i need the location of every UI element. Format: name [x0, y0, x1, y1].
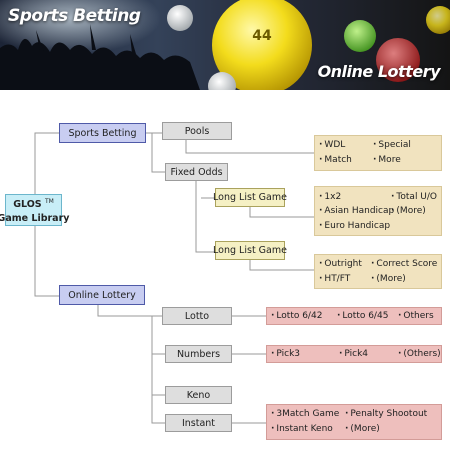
connector-lottery-lotto — [97, 304, 162, 317]
connector-fixedodds-llg — [195, 181, 215, 253]
pools-detail: WDL Special Match More — [314, 135, 442, 171]
detail-item: Others — [398, 311, 433, 321]
connector-llg2-detail — [249, 260, 314, 271]
trademark-mark: TM — [44, 198, 54, 206]
connector-sports-fixedodds — [151, 133, 165, 173]
category-online-lottery-label: Online Lottery — [68, 289, 136, 301]
subcategory-keno[interactable]: Keno — [165, 386, 232, 404]
detail-item: Lotto 6/42 — [271, 311, 322, 321]
detail-item: Total U/O — [391, 192, 437, 202]
connector-lottery-subs — [151, 316, 165, 424]
subcategory-instant[interactable]: Instant — [165, 414, 232, 432]
subcategory-fixed-odds-label: Fixed Odds — [170, 166, 223, 178]
connector-pools-detail — [185, 140, 314, 154]
subcategory-numbers[interactable]: Numbers — [165, 345, 232, 363]
subcategory-fixed-odds[interactable]: Fixed Odds — [165, 163, 228, 181]
detail-item: Pick3 — [271, 349, 300, 359]
detail-item: More — [373, 155, 400, 165]
detail-item: Asian Handicap — [319, 206, 394, 216]
category-sports-betting[interactable]: Sports Betting — [59, 123, 146, 143]
detail-item: 1x2 — [319, 192, 341, 202]
banner-title-online-lottery: Online Lottery — [317, 62, 441, 81]
category-online-lottery[interactable]: Online Lottery — [59, 285, 145, 305]
root-game-library: GLOS TM Game Library — [0, 194, 69, 226]
subcategory-numbers-label: Numbers — [176, 348, 221, 360]
detail-item: WDL — [319, 140, 345, 150]
detail-item: (More) — [371, 274, 405, 284]
detail-item: Match — [319, 155, 351, 165]
detail-item: Euro Handicap — [319, 221, 390, 231]
detail-item: 3Match Game — [271, 409, 339, 419]
subcategory-pools[interactable]: Pools — [162, 122, 232, 140]
long-list-game-2[interactable]: Long List Game — [213, 241, 287, 260]
category-sports-betting-label: Sports Betting — [68, 127, 137, 139]
detail-item: Correct Score — [371, 259, 437, 269]
banner-title-sports-betting: Sports Betting — [8, 6, 141, 26]
connector-root-lottery — [34, 226, 59, 297]
banner-image: 44 — [0, 0, 450, 90]
lotto-detail: Lotto 6/42 Lotto 6/45 Others — [266, 307, 442, 325]
ball-number: 44 — [252, 28, 272, 44]
root-title: GLOS — [13, 199, 42, 211]
long-list-game-1-label: Long List Game — [213, 192, 287, 203]
long-list-game-2-detail: Outright Correct Score HT/FT (More) — [314, 254, 442, 289]
subcategory-lotto-label: Lotto — [184, 310, 210, 322]
numbers-detail: Pick3 Pick4 (Others) — [266, 345, 442, 363]
long-list-game-2-label: Long List Game — [213, 245, 287, 256]
detail-item: Special — [373, 140, 410, 150]
detail-item: HT/FT — [319, 274, 350, 284]
header-banner: 44 Sports Betting Online Lottery — [0, 0, 450, 90]
subcategory-keno-label: Keno — [186, 389, 211, 401]
detail-item: Outright — [319, 259, 361, 269]
game-library-diagram: GLOS TM Game Library Sports Betting Pool… — [0, 90, 450, 450]
detail-item: (Others) — [398, 349, 440, 359]
detail-item: Pick4 — [339, 349, 368, 359]
detail-item: Penalty Shootout — [345, 409, 427, 419]
detail-item: (More) — [391, 206, 425, 216]
long-list-game-1[interactable]: Long List Game — [213, 188, 287, 207]
instant-detail: 3Match Game Penalty Shootout Instant Ken… — [266, 404, 442, 440]
subcategory-lotto[interactable]: Lotto — [162, 307, 232, 325]
detail-item: Instant Keno — [271, 424, 332, 434]
detail-item: Lotto 6/45 — [337, 311, 388, 321]
connector-lines — [34, 132, 314, 424]
subcategory-pools-label: Pools — [184, 125, 210, 137]
connector-llg1-detail — [249, 207, 314, 218]
connector-root-sports — [34, 132, 59, 194]
subcategory-instant-label: Instant — [181, 417, 216, 429]
root-subtitle: Game Library — [0, 212, 70, 224]
long-list-game-1-detail: 1x2 Total U/O Asian Handicap (More) Euro… — [314, 186, 442, 236]
detail-item: (More) — [345, 424, 379, 434]
